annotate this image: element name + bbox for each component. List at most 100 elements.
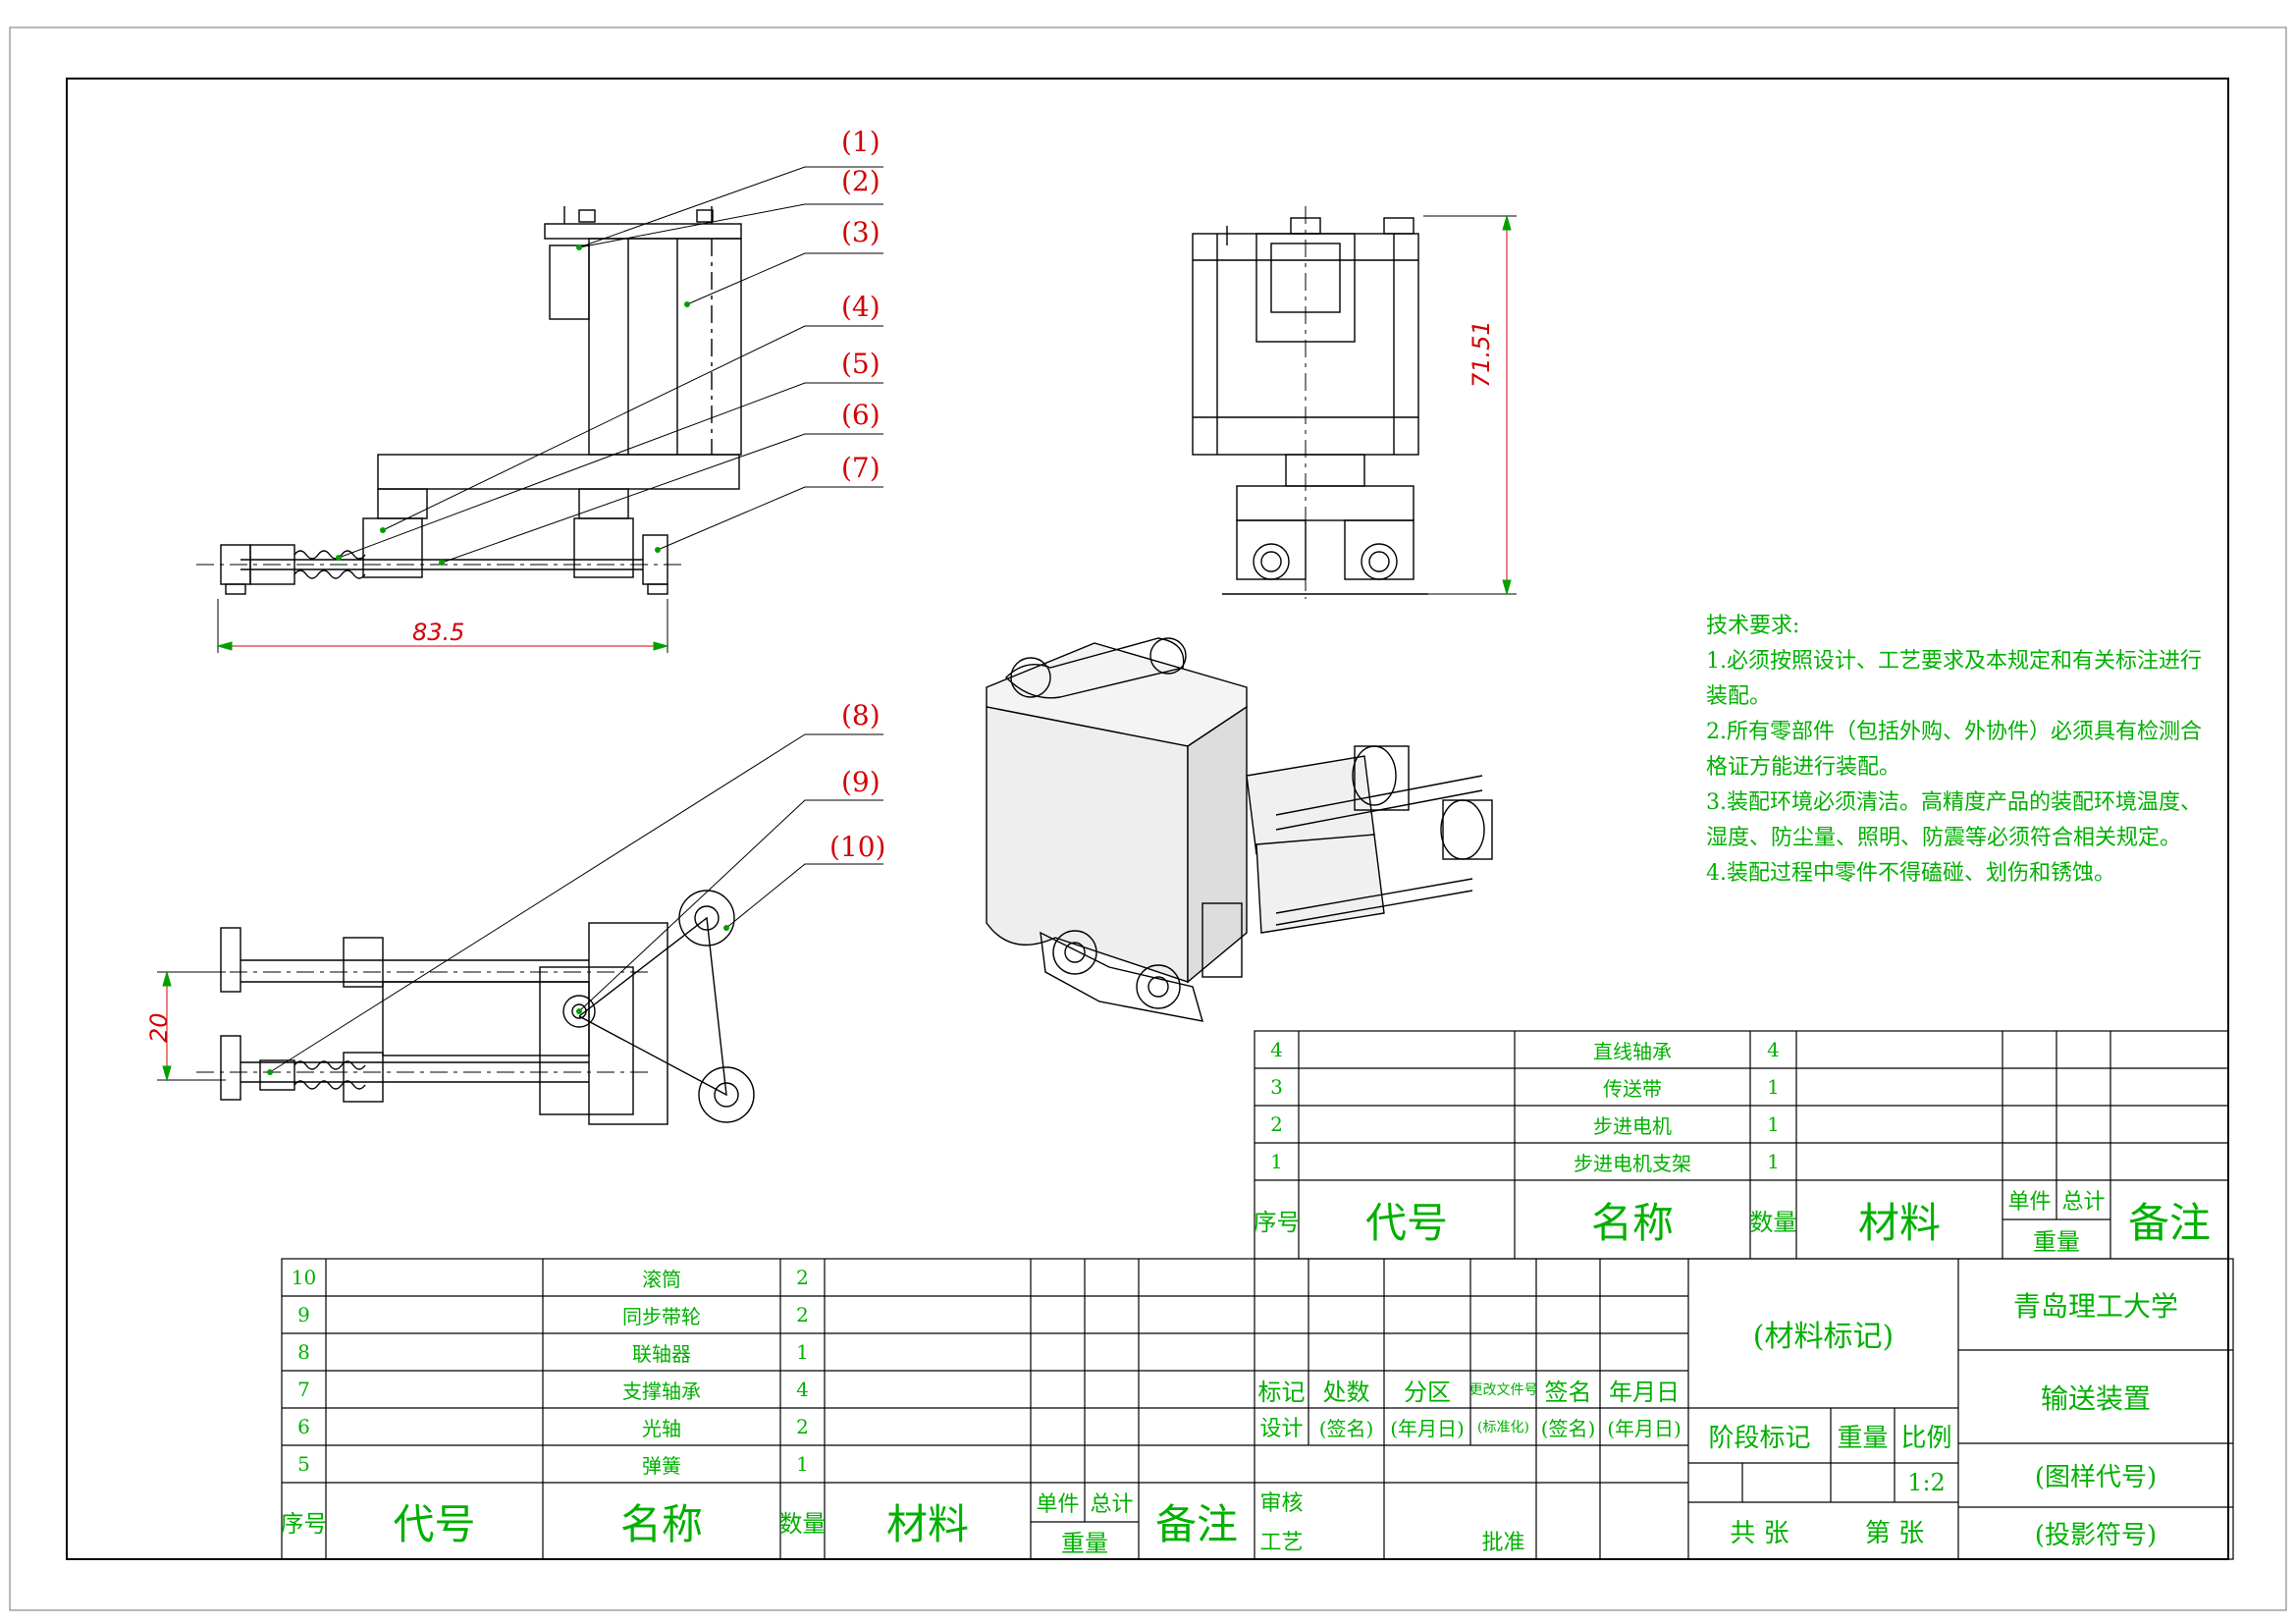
upper-header-qty: 数量	[1750, 1208, 1796, 1236]
tb-process: 工艺	[1259, 1531, 1304, 1555]
lower-header-qty: 数量	[780, 1509, 825, 1538]
lower-row-name: 同步带轮	[622, 1304, 701, 1328]
tech-req-line: 湿度、防尘量、照明、防震等必须符合相关规定。	[1706, 826, 2182, 850]
tech-req-line: 3.装配环境必须清洁。高精度产品的装配环境温度、	[1706, 790, 2202, 815]
lower-header-name: 名称	[619, 1499, 703, 1548]
lower-header-remark: 备注	[1154, 1499, 1238, 1548]
side-view	[1192, 206, 1428, 599]
front-view	[196, 206, 742, 595]
tb-material-mark: (材料标记)	[1752, 1320, 1895, 1354]
tb-sign: 签名	[1544, 1378, 1592, 1406]
lower-parts-table	[281, 1258, 2234, 1560]
upper-row-qty: 1	[1767, 1112, 1780, 1136]
tb-date: 年月日	[1609, 1378, 1680, 1406]
upper-row-name: 步进电机支架	[1574, 1151, 1691, 1175]
upper-row-no: 4	[1270, 1038, 1283, 1061]
tech-req-line: 2.所有零部件（包括外购、外协件）必须具有检测合	[1706, 720, 2202, 744]
dimension-width	[216, 599, 669, 653]
lower-header-weight: 重量	[1061, 1529, 1108, 1557]
lower-row-name: 联轴器	[632, 1341, 691, 1366]
lower-row-name: 滚筒	[642, 1267, 681, 1291]
part-label-2: (2)	[841, 165, 881, 197]
tech-req-line: 装配。	[1706, 684, 1772, 709]
tb-sign-placeholder: (签名)	[1318, 1416, 1374, 1440]
dimension-spacing-value: 20	[145, 1012, 173, 1043]
lower-row-no: 5	[297, 1452, 310, 1476]
lower-row-qty: 1	[796, 1340, 809, 1364]
tb-projection: (投影符号)	[2034, 1521, 2158, 1550]
part-label-10: (10)	[829, 831, 886, 863]
upper-header-weight: 重量	[2033, 1227, 2080, 1256]
tb-date-placeholder-2: (年月日)	[1607, 1416, 1682, 1440]
tb-weight: 重量	[1837, 1423, 1889, 1453]
tb-university: 青岛理工大学	[2012, 1289, 2178, 1323]
outer-frame	[9, 27, 2287, 1611]
lower-row-no: 8	[297, 1340, 310, 1364]
tech-req-line: 1.必须按照设计、工艺要求及本规定和有关标注进行	[1706, 649, 2202, 674]
dimension-spacing	[157, 970, 226, 1082]
tb-drawing-code: (图样代号)	[2034, 1463, 2158, 1492]
tech-req-title: 技术要求:	[1706, 614, 1800, 638]
upper-parts-table	[1254, 1030, 2229, 1260]
lower-header-total: 总计	[1090, 1492, 1134, 1517]
part-label-9: (9)	[841, 766, 881, 798]
upper-row-name: 传送带	[1603, 1076, 1662, 1101]
upper-row-qty: 1	[1767, 1075, 1780, 1099]
lower-row-no: 6	[297, 1415, 310, 1438]
lower-header-unit: 单件	[1036, 1492, 1080, 1517]
tb-approve: 批准	[1481, 1531, 1525, 1555]
upper-header-remark: 备注	[2127, 1198, 2211, 1247]
part-label-5: (5)	[841, 348, 881, 380]
upper-header-material: 材料	[1857, 1198, 1941, 1247]
upper-row-no: 3	[1270, 1075, 1283, 1099]
lower-header-material: 材料	[885, 1499, 969, 1548]
upper-row-name: 直线轴承	[1593, 1039, 1672, 1063]
lower-row-qty: 4	[796, 1378, 809, 1401]
upper-row-qty: 4	[1767, 1038, 1780, 1061]
tb-sign-placeholder-2: (签名)	[1540, 1416, 1596, 1440]
leader-dots	[267, 244, 729, 1075]
tech-req-line: 4.装配过程中零件不得磕碰、划伤和锈蚀。	[1706, 861, 2115, 886]
part-label-8: (8)	[841, 699, 881, 731]
part-label-6: (6)	[841, 399, 881, 431]
lower-header-seq: 序号	[282, 1509, 326, 1538]
tech-req-line: 格证方能进行装配。	[1706, 755, 1901, 780]
upper-header-total: 总计	[2061, 1190, 2106, 1215]
tb-std-placeholder: (标准化)	[1477, 1420, 1529, 1435]
tb-scale-label: 比例	[1900, 1423, 1952, 1453]
dimension-height	[1423, 214, 1517, 596]
tb-change-doc: 更改文件号	[1470, 1382, 1536, 1398]
lower-header-code: 代号	[393, 1499, 476, 1548]
tb-date-placeholder: (年月日)	[1390, 1416, 1465, 1440]
lower-row-name: 光轴	[642, 1416, 681, 1440]
tb-scale: 1:2	[1907, 1469, 1946, 1496]
tb-count: 处数	[1322, 1378, 1370, 1406]
upper-row-name: 步进电机	[1593, 1113, 1672, 1138]
tb-review: 审核	[1259, 1491, 1304, 1516]
tb-mark: 标记	[1257, 1378, 1306, 1406]
tb-sheet-no: 第 张	[1864, 1518, 1925, 1548]
dimension-height-value: 71.51	[1468, 320, 1495, 388]
lower-row-no: 7	[297, 1378, 310, 1401]
lower-row-qty: 2	[796, 1266, 809, 1289]
lower-row-no: 10	[291, 1266, 317, 1289]
upper-row-no: 1	[1270, 1150, 1283, 1173]
lower-row-name: 支撑轴承	[622, 1379, 701, 1403]
dimension-width-value: 83.5	[412, 619, 465, 646]
upper-row-no: 2	[1270, 1112, 1283, 1136]
tb-sheets: 共 张	[1730, 1518, 1789, 1548]
part-label-1: (1)	[841, 126, 881, 158]
part-label-7: (7)	[841, 452, 881, 484]
upper-header-name: 名称	[1590, 1198, 1674, 1247]
lower-row-no: 9	[297, 1303, 310, 1326]
technical-requirements: 技术要求: 1.必须按照设计、工艺要求及本规定和有关标注进行 装配。 2.所有零…	[1706, 609, 2202, 892]
part-label-3: (3)	[841, 216, 881, 248]
tb-drawing-name: 输送装置	[2040, 1381, 2151, 1415]
lower-row-qty: 2	[796, 1415, 809, 1438]
isometric-view	[986, 637, 1493, 1022]
upper-row-qty: 1	[1767, 1150, 1780, 1173]
lower-row-qty: 2	[796, 1303, 809, 1326]
lower-row-name: 弹簧	[642, 1453, 681, 1478]
